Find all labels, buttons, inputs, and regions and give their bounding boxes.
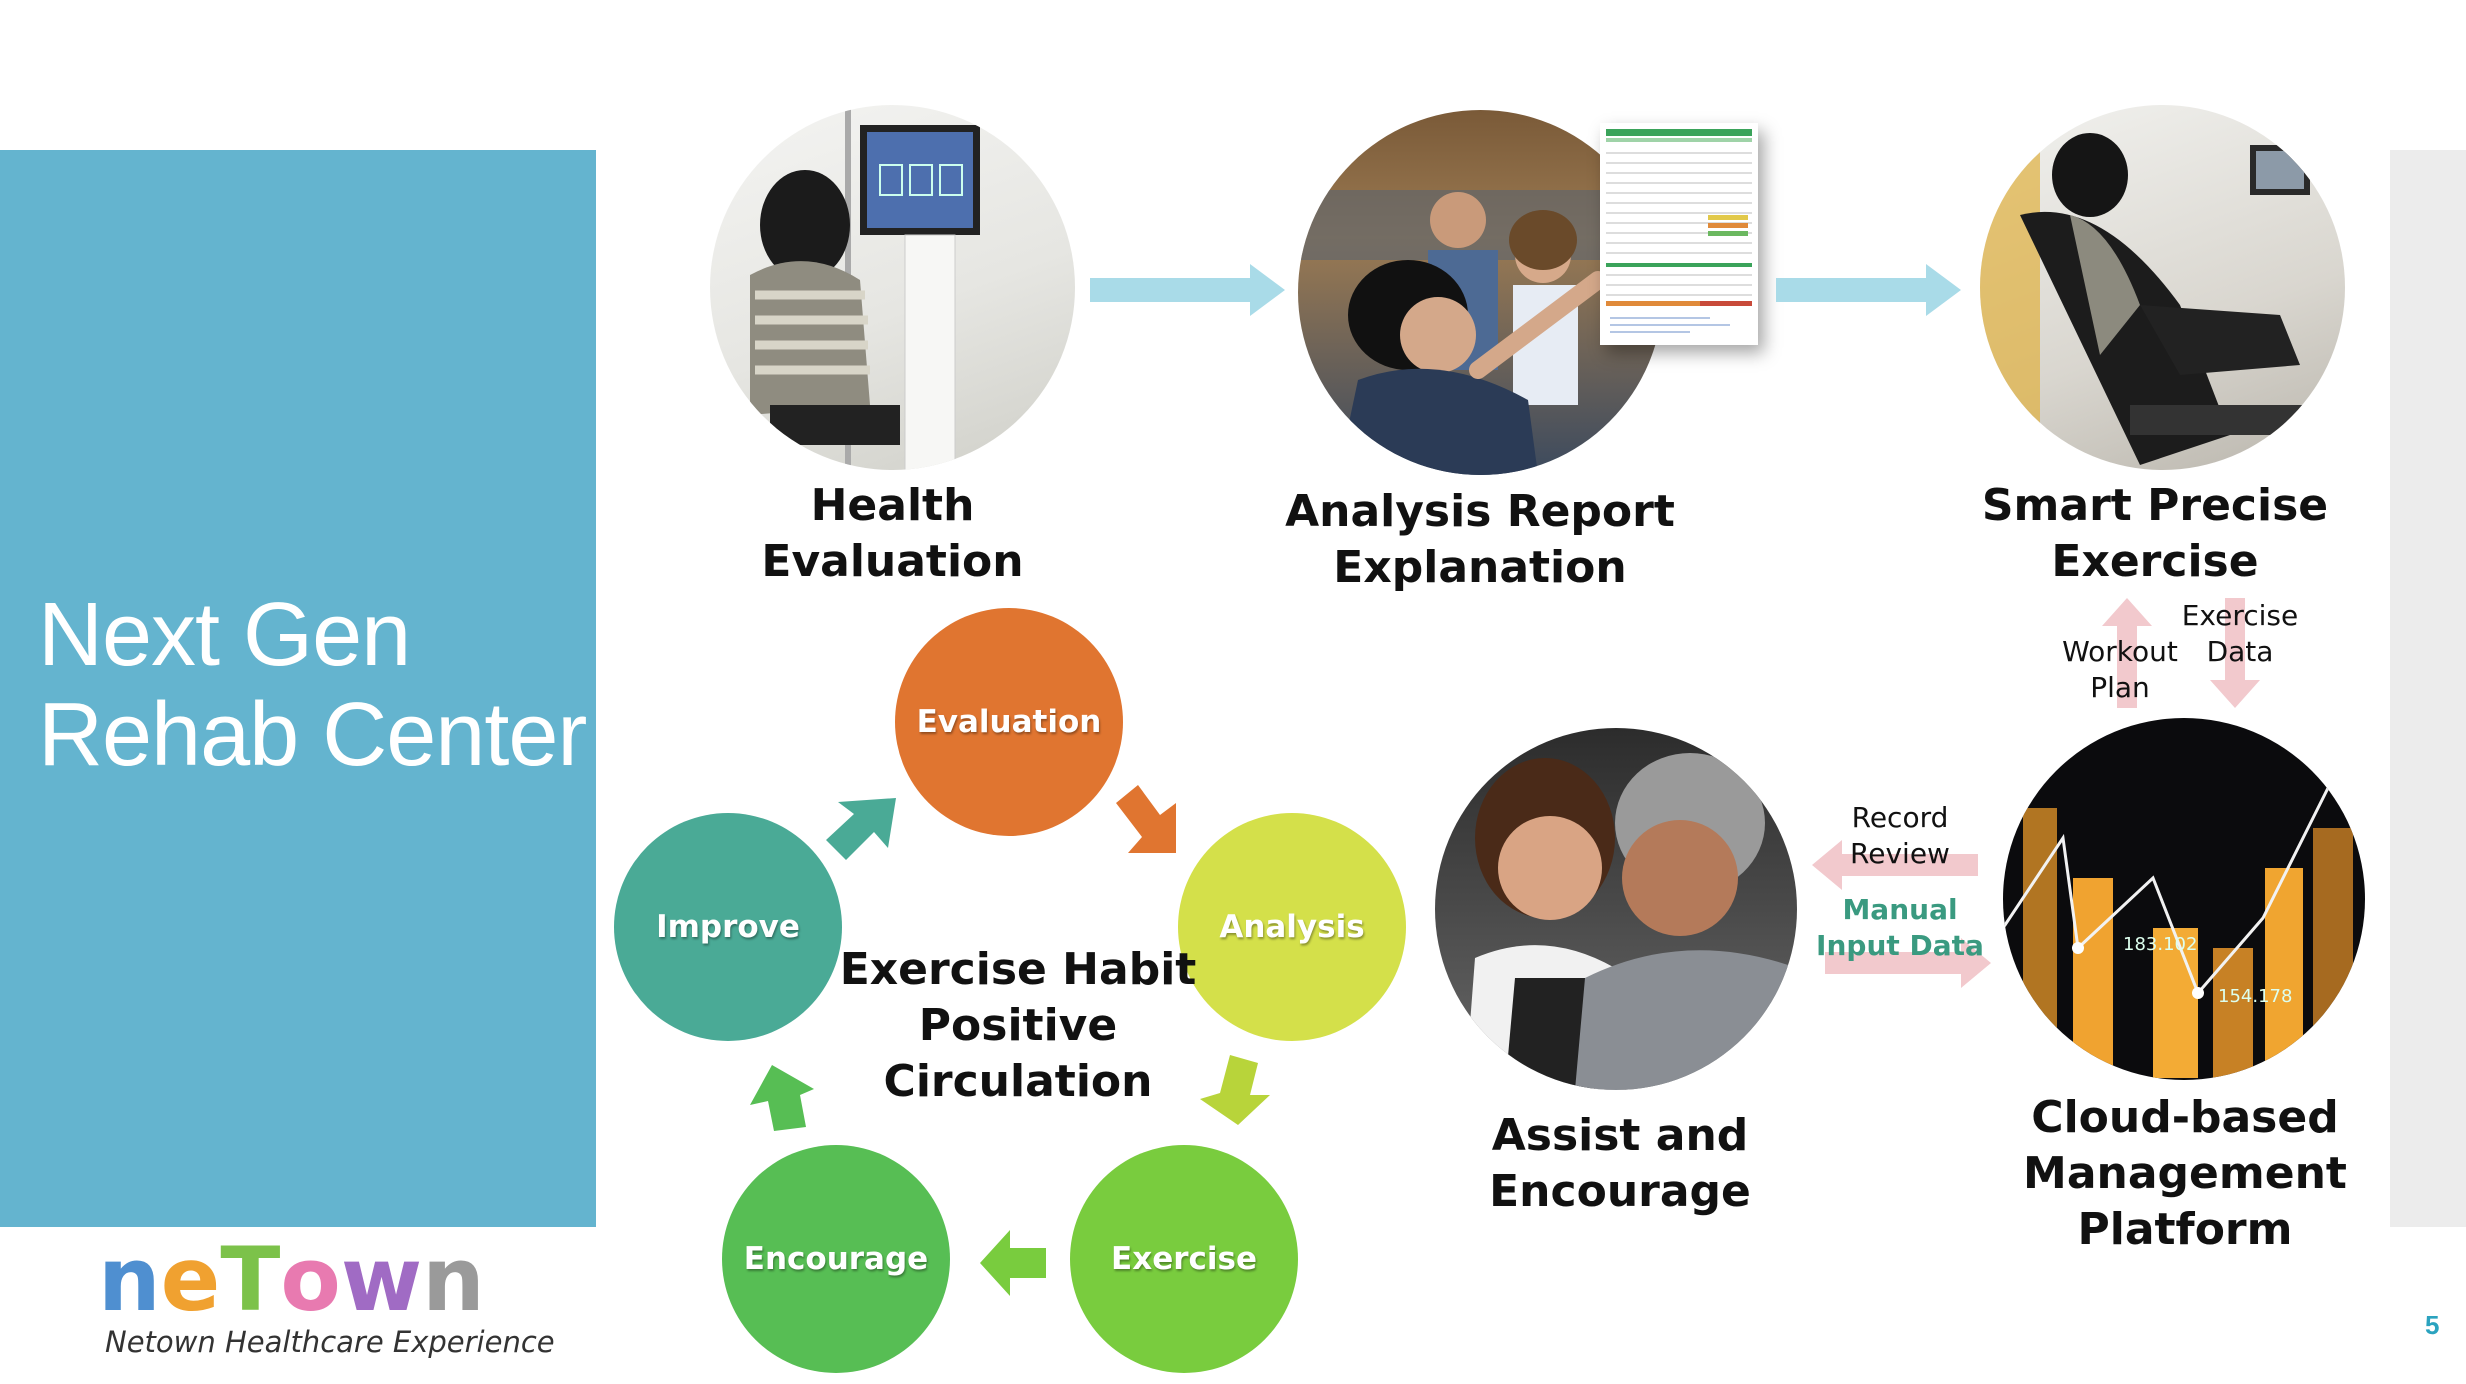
analysis-report-label: Analysis Report Explanation [1285,486,1675,593]
record-review-label: Record Review [1850,801,1950,870]
cycle-node-exercise: Exercise [1070,1145,1298,1373]
cycle-arrow-evaluation-to-analysis [1116,785,1176,853]
health-evaluation-photo [710,105,1075,470]
netown-logo: n e T o w n [98,1228,485,1331]
logo-letter-2: e [160,1228,221,1331]
cycle-node-analysis: Analysis [1178,813,1406,1041]
exercise-data-label: Exercise Data [2181,599,2299,668]
cycle-node-encourage-label: Encourage [743,1241,929,1277]
cloud-platform-label: Cloud-based Management Platform [2023,1092,2347,1255]
logo-letter-5: w [340,1228,422,1331]
cycle-arrow-encourage-to-improve [750,1065,814,1131]
cloud-platform-illustration: 183.102 154.178 [2003,777,2353,1080]
arrow-report-to-exercise [1776,264,1961,316]
logo-letter-3: T [220,1228,280,1331]
cycle-node-encourage: Encourage [722,1145,950,1373]
cycle-arrow-improve-to-evaluation [826,798,896,860]
assist-encourage-illustration [1465,753,1797,1090]
cycle-node-evaluation-label: Evaluation [916,704,1102,740]
cycle-arrow-exercise-to-encourage [980,1230,1046,1296]
cycle-node-improve: Improve [614,813,842,1041]
workout-plan-arrow-up [2102,598,2152,708]
logo-letter-1: n [98,1228,161,1331]
cycle-node-improve-label: Improve [656,909,800,945]
cycle-arrow-analysis-to-exercise [1200,1055,1270,1125]
logo-letter-6: n [422,1228,485,1331]
cloud-value-1: 183.102 [2123,934,2197,955]
report-sheet-graphic [1606,129,1752,333]
right-edge-band [2390,150,2466,1227]
title-line-2: Rehab Center [38,685,587,785]
smart-exercise-label: Smart Precise Exercise [1981,480,2329,587]
cycle-node-evaluation: Evaluation [895,608,1123,836]
cycle-center-label: Exercise Habit Positive Circulation [839,944,1197,1107]
report-sheet [1600,123,1758,345]
record-review-arrow-left [1812,840,1978,890]
arrow-health-to-report [1090,264,1285,316]
workout-plan-label: Workout Plan [2062,635,2178,704]
cloud-platform-photo: 183.102 154.178 [2003,718,2365,1080]
assist-encourage-label: Assist and Encourage [1489,1110,1751,1217]
logo-tagline: Netown Healthcare Experience [105,1325,555,1359]
title-line-1: Next Gen [38,585,411,685]
cycle-node-exercise-label: Exercise [1111,1241,1257,1277]
page-number: 5 [2425,1310,2440,1340]
manual-input-arrow-right [1825,938,1991,988]
cloud-value-2: 154.178 [2218,986,2292,1007]
cycle-node-analysis-label: Analysis [1219,909,1365,945]
health-evaluation-illustration [750,105,980,470]
exercise-data-arrow-down [2210,598,2260,708]
logo-letter-4: o [280,1228,340,1331]
smart-exercise-illustration [1980,105,2330,470]
health-evaluation-label: Health Evaluation [761,480,1024,587]
manual-input-label: Manual Input Data [1816,893,1984,962]
slide-title: Next Gen Rehab Center [38,585,587,785]
smart-exercise-photo [1980,105,2345,470]
title-panel [0,150,596,1227]
assist-encourage-photo [1435,728,1797,1090]
